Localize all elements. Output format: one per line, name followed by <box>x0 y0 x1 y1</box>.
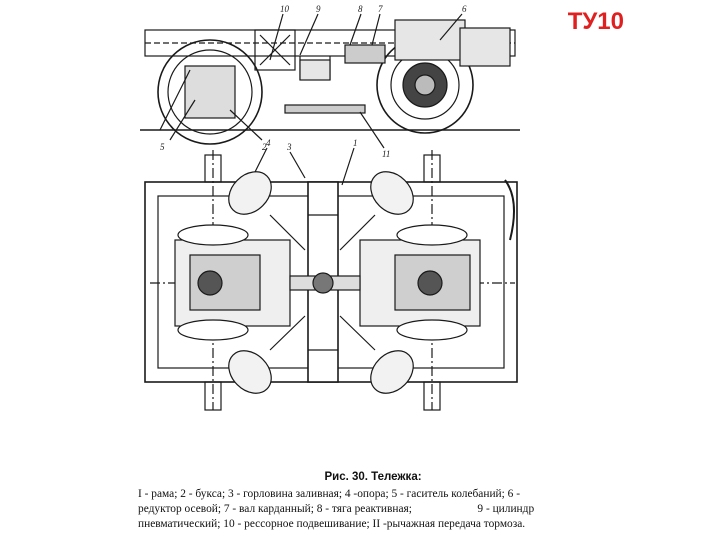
callout-5: 5 <box>160 142 165 152</box>
callout-2: 2 <box>262 142 267 152</box>
slide-tag: ТУ10 <box>567 8 624 35</box>
support-pad <box>228 350 272 394</box>
plan-view <box>144 147 518 411</box>
callout-6: 6 <box>462 4 467 14</box>
caption-line: пневматический; 10 - рессорное подвешива… <box>138 518 526 530</box>
wheel-left <box>157 39 263 145</box>
bogie-drawing: 10 9 8 7 6 5 2 11 4 3 1 <box>140 4 520 411</box>
support-pad <box>370 171 414 215</box>
caption-line: I - рама; 2 - букса; 3 - горловина залив… <box>138 488 521 500</box>
caption-title: Рис. 30. Тележка: <box>324 471 422 483</box>
callouts-plan: 4 3 1 <box>266 138 358 152</box>
caption-line: редуктор осевой; 7 - вал карданный; 8 - … <box>138 503 535 515</box>
callout-9: 9 <box>316 4 321 14</box>
callout-3: 3 <box>286 142 292 152</box>
callout-8: 8 <box>358 4 363 14</box>
side-view <box>140 13 520 149</box>
support-pad <box>228 171 272 215</box>
support-pad <box>370 350 414 394</box>
callout-10: 10 <box>280 4 290 14</box>
figure-caption: Рис. 30. Тележка: I - рама; 2 - букса; 3… <box>138 470 608 532</box>
callout-7: 7 <box>378 4 383 14</box>
callout-11: 11 <box>382 149 390 159</box>
callout-4: 4 <box>266 138 271 148</box>
callouts-side: 10 9 8 7 6 5 2 11 <box>160 4 467 159</box>
callout-1: 1 <box>353 138 358 148</box>
